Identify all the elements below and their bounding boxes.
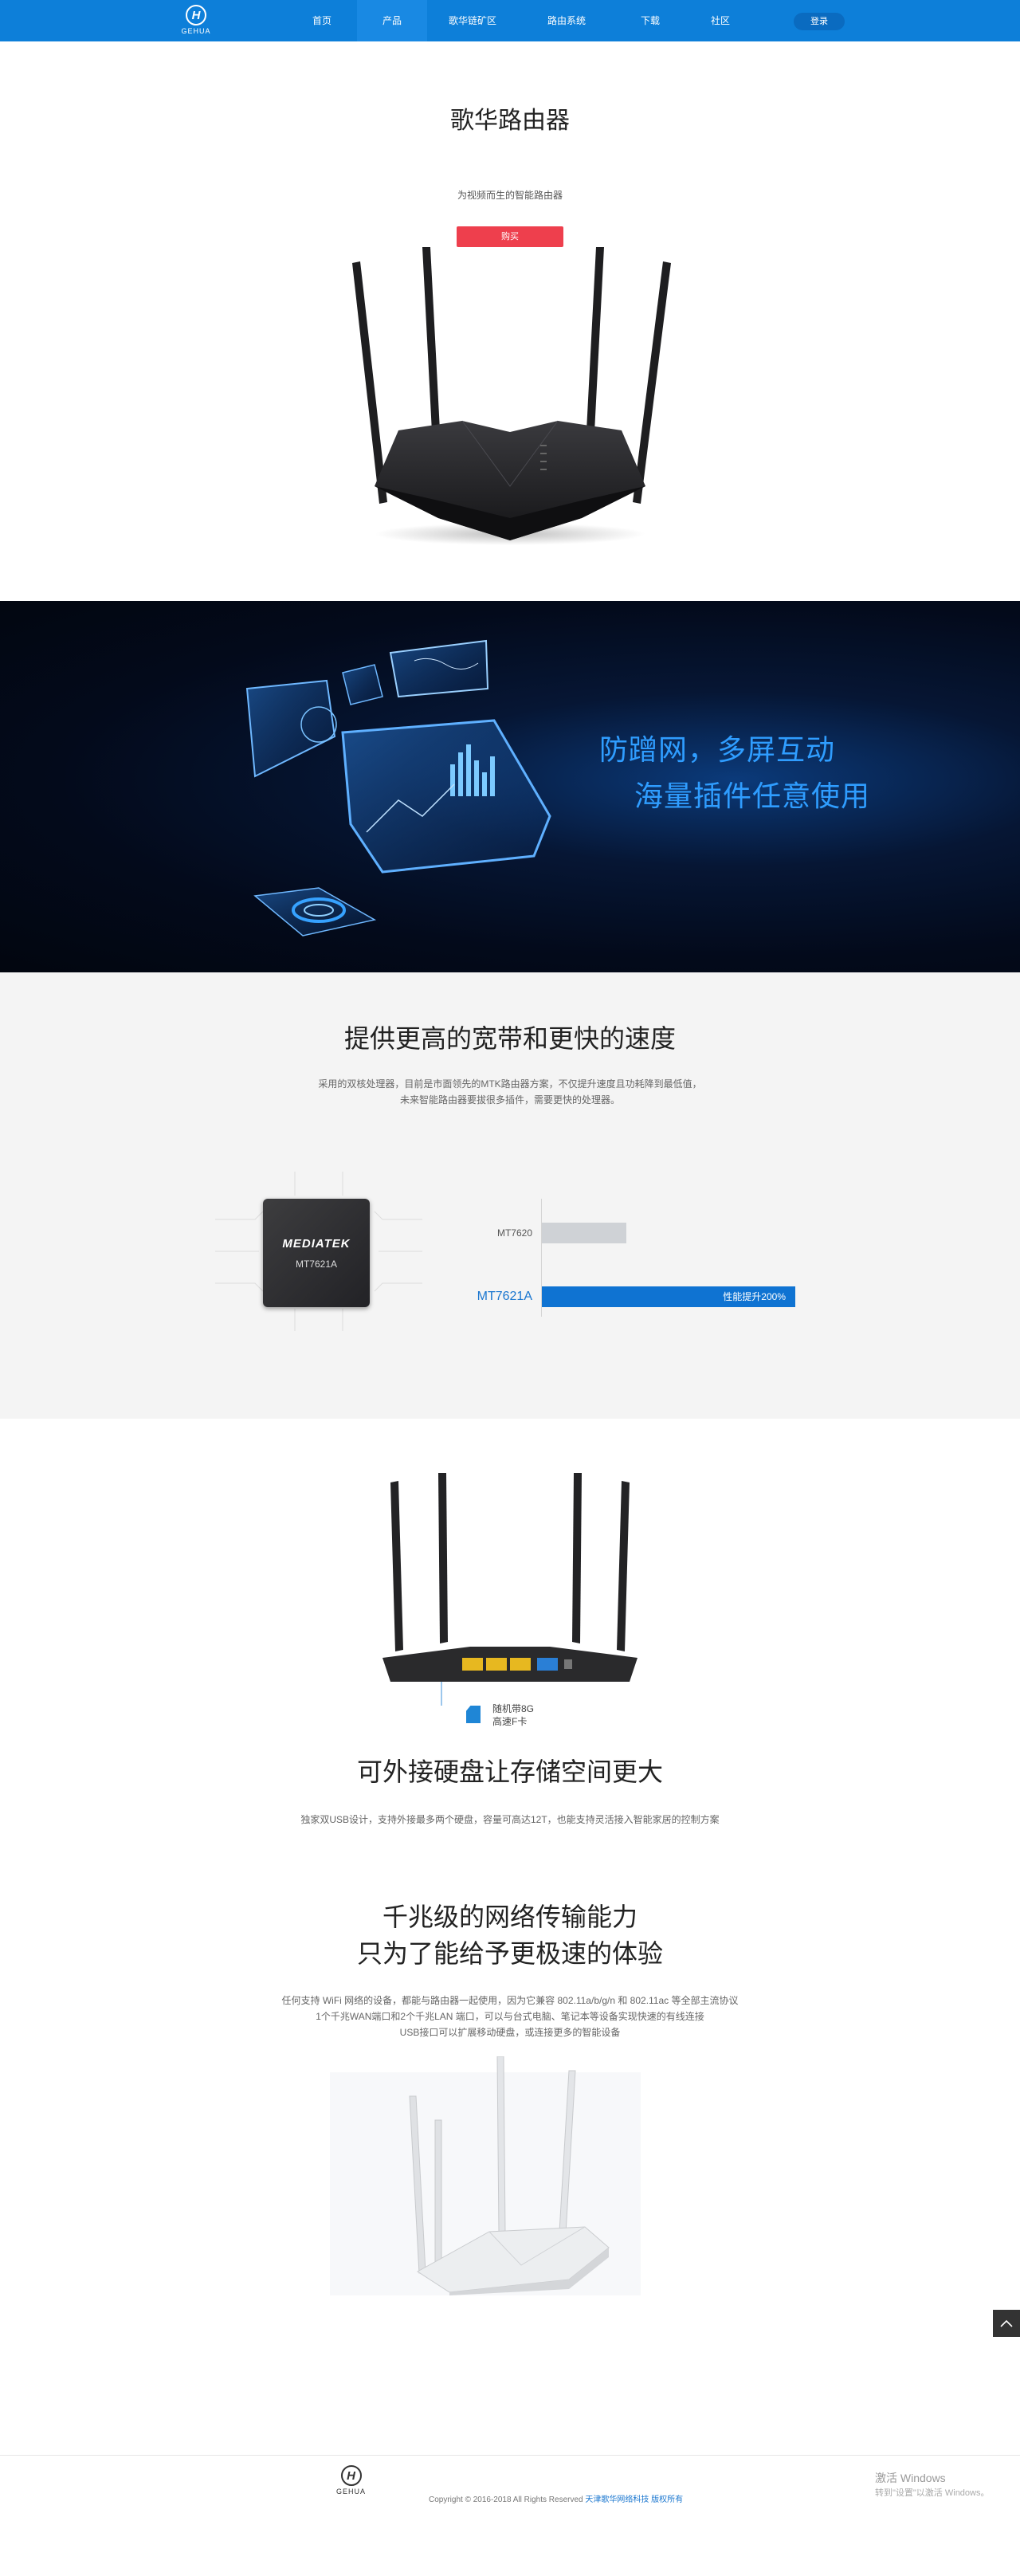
copyright-line: Copyright © 2016-2018 All Rights Reserve… [429, 2496, 586, 2504]
logo-text: GEHUA [181, 27, 211, 35]
speed-title: 提供更高的宽带和更快的速度 [343, 1024, 676, 1053]
banner-line-1: 防蹭网，多屏互动 [599, 733, 836, 766]
nav-item-4[interactable]: 下载 [640, 15, 660, 26]
router-rear-image [382, 1473, 638, 1706]
mediatek-chip: MEDIATEK MT7621A [263, 1199, 370, 1307]
hero-title: 歌华路由器 [450, 108, 570, 134]
chart-axis [541, 1199, 542, 1317]
nav-item-1[interactable]: 产品 [357, 0, 427, 41]
gigabit-title-1: 千兆级的网络传输能力 [382, 1903, 638, 1931]
nav-item-2[interactable]: 歌华链矿区 [448, 15, 496, 26]
nav-item-0[interactable]: 首页 [312, 15, 332, 26]
gigabit-desc-line-1: 任何支持 WiFi 网络的设备，都能与路由器一起使用，因为它兼容 802.11a… [281, 1995, 739, 2006]
top-nav: H GEHUA 首页 产品 歌华链矿区 路由系统 下载 社区 登录 [0, 0, 1020, 41]
login-button[interactable]: 登录 [794, 13, 845, 30]
storage-title: 可外接硬盘让存储空间更大 [356, 1757, 663, 1786]
footer: H GEHUA Copyright © 2016-2018 All Rights… [0, 2455, 1020, 2576]
white-router-image [330, 2056, 641, 2295]
gigabit-title-2: 只为了能给予更极速的体验 [356, 1939, 663, 1968]
hero-section: 歌华路由器 为视频而生的智能路由器 购买 [0, 41, 1020, 601]
buy-button[interactable]: 购买 [457, 226, 563, 247]
windows-activation-hint: 转到"设置"以激活 Windows。 [875, 2488, 990, 2498]
sd-card-line-1: 随机带8G [492, 1703, 535, 1714]
storage-description: 独家双USB设计，支持外接最多两个硬盘，容量可高达12T，也能支持灵活接入智能家… [300, 1814, 720, 1825]
back-to-top-button[interactable] [993, 2310, 1020, 2337]
nav-item-5[interactable]: 社区 [710, 15, 730, 26]
nav-item-3[interactable]: 路由系统 [547, 15, 586, 26]
chevron-up-icon [1000, 2319, 1013, 2327]
footer-logo-text: GEHUA [336, 2488, 367, 2496]
copyright-text: Copyright © 2016-2018 All Rights Reserve… [429, 2492, 683, 2504]
bar-mt7620 [542, 1223, 626, 1243]
bar-label-mt7621a: MT7621A [477, 1290, 532, 1303]
gigabit-desc-line-2: 1个千兆WAN端口和2个千兆LAN 端口，可以与台式电脑、笔记本等设备实现快速的… [316, 2011, 704, 2022]
chip-model: MT7621A [295, 1258, 338, 1270]
circuit-trace-icon [215, 1172, 422, 1331]
company-name: 天津歌华网络科技 版权所有 [585, 2496, 684, 2504]
logo[interactable]: H GEHUA [177, 5, 215, 37]
nav-menu: 首页 产品 歌华链矿区 路由系统 下载 社区 [287, 0, 755, 41]
sd-card-line-2: 高速F卡 [492, 1716, 528, 1727]
bar-mt7621a: 性能提升200% [542, 1286, 795, 1307]
speed-desc-line-2: 未来智能路由器要拔很多插件，需要更快的处理器。 [399, 1094, 620, 1105]
sd-card-label: 随机带8G 高速F卡 [492, 1702, 534, 1728]
feature-banner: 防蹭网，多屏互动 海量插件任意使用 [0, 601, 1020, 972]
footer-logo-mark-icon: H [340, 2465, 362, 2486]
bar-label-mt7620: MT7620 [496, 1227, 532, 1239]
sd-card-icon [466, 1706, 481, 1723]
gigabit-section: 千兆级的网络传输能力 只为了能给予更极速的体验 任何支持 WiFi 网络的设备，… [0, 1881, 1020, 2455]
router-product-image [352, 247, 671, 545]
speed-section: 提供更高的宽带和更快的速度 采用的双核处理器，目前是市面领先的MTK路由器方案，… [0, 972, 1020, 1419]
gigabit-desc-line-3: USB接口可以扩展移动硬盘，或连接更多的智能设备 [399, 2027, 621, 2038]
logo-mark-icon: H [186, 5, 206, 26]
windows-activation-title: 激活 Windows [875, 2472, 946, 2484]
storage-section: 随机带8G 高速F卡 可外接硬盘让存储空间更大 独家双USB设计，支持外接最多两… [0, 1419, 1020, 1881]
gigabit-description: 任何支持 WiFi 网络的设备，都能与路由器一起使用，因为它兼容 802.11a… [0, 1993, 1020, 2040]
footer-logo[interactable]: H GEHUA [336, 2465, 366, 2496]
banner-line-2: 海量插件任意使用 [634, 779, 871, 812]
speed-description: 采用的双核处理器，目前是市面领先的MTK路由器方案，不仅提升速度且功耗降到最低值… [0, 1076, 1020, 1108]
chip-brand: MEDIATEK [282, 1236, 351, 1251]
hero-subtitle: 为视频而生的智能路由器 [457, 190, 563, 201]
holographic-screens-image [245, 639, 551, 937]
speed-desc-line-1: 采用的双核处理器，目前是市面领先的MTK路由器方案，不仅提升速度且功耗降到最低值… [318, 1078, 702, 1090]
